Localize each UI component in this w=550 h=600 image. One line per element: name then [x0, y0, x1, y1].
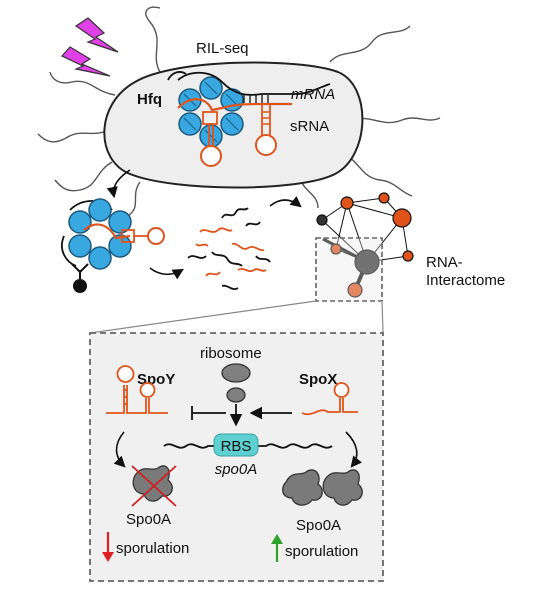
- interactome-label-line2: Interactome: [426, 272, 505, 289]
- spo0a-left-label: Spo0A: [126, 511, 171, 528]
- spo0a-protein-2: [322, 469, 363, 506]
- rbs-label: RBS: [221, 438, 252, 455]
- rbs-box: [213, 433, 259, 457]
- spo0a-mrna: [163, 443, 333, 449]
- arrow-left-outcome: [113, 431, 126, 468]
- spox-label: SpoX: [299, 371, 337, 388]
- ribosome-large-subunit: [221, 363, 251, 383]
- bead-icon: [73, 279, 87, 293]
- sporulation-right-label: sporulation: [285, 543, 358, 560]
- lightning-icon: [61, 17, 119, 77]
- zoom-box: [315, 237, 383, 302]
- rna-fragments: [187, 207, 271, 290]
- arrow-right-outcome: [345, 431, 362, 468]
- mrna-strand: [177, 71, 331, 96]
- spo0a-right-label: Spo0A: [296, 517, 341, 534]
- srna-label: sRNA: [290, 118, 329, 135]
- hfq-complex-pulldown: [61, 198, 165, 293]
- spox-srna: [301, 382, 358, 416]
- srna-strand: [177, 98, 292, 112]
- gene-label: spo0A: [215, 461, 258, 478]
- mrna-label: mRNA: [291, 86, 335, 103]
- ribosome-small-subunit: [226, 387, 246, 403]
- arrow-cell-to-pulldown: [106, 169, 131, 199]
- spo0a-protein-1: [281, 469, 323, 506]
- flagella: [37, 6, 441, 217]
- cross-icon: [131, 465, 177, 507]
- interactome-label-line1: RNA-: [426, 254, 463, 271]
- hfq-label: Hfq: [137, 91, 162, 108]
- figure-title: RIL-seq: [196, 40, 249, 57]
- ribosome-label: ribosome: [200, 345, 262, 362]
- interaction-network: [316, 192, 414, 298]
- arrow-pulldown-to-fragments: [149, 267, 184, 280]
- spoy-srna: [106, 365, 168, 414]
- arrow-fragments-to-network: [269, 196, 302, 208]
- spo0a-protein-reduced: [132, 465, 173, 502]
- sporulation-left-label: sporulation: [116, 540, 189, 557]
